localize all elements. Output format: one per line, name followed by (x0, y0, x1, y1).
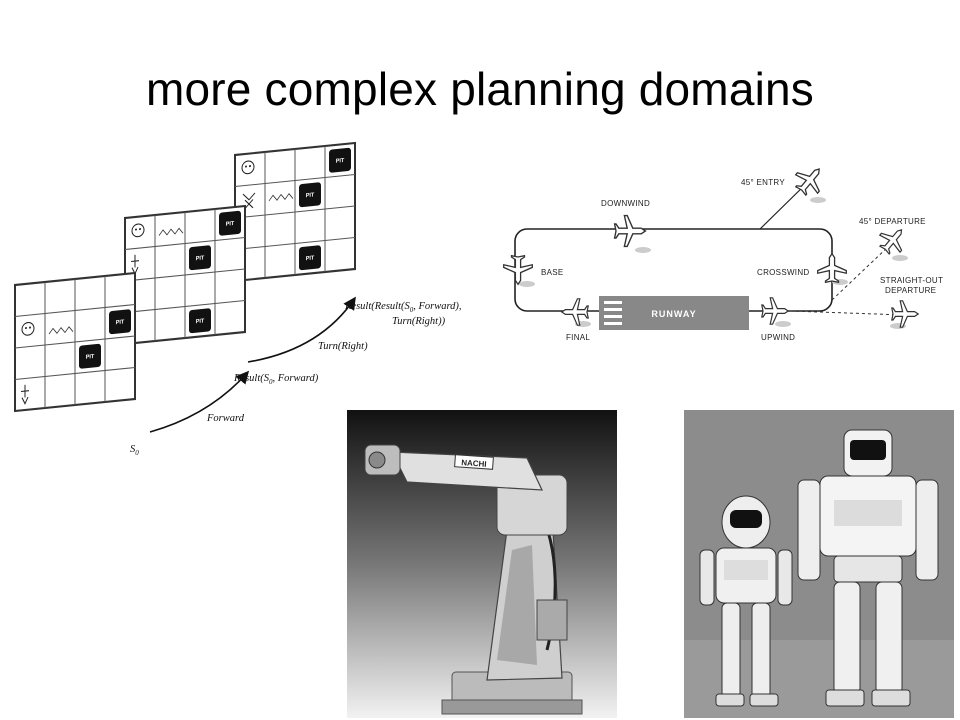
svg-text:PIT: PIT (306, 192, 315, 199)
airplane-icon (817, 253, 848, 285)
pit-cell (329, 147, 351, 173)
arrow-turn-right (247, 296, 356, 363)
pit-cell (299, 245, 321, 271)
wumpus-icon (131, 223, 145, 238)
arrow-forward (149, 370, 250, 433)
grid-board-1: PIT PIT (13, 271, 137, 413)
airplane-icon (761, 297, 791, 327)
slide-title: more complex planning domains (145, 63, 815, 115)
svg-text:PIT: PIT (226, 221, 235, 228)
straight-out-path (789, 310, 906, 316)
humanoid-robots-photo (684, 410, 954, 718)
wumpus-state-diagram: PIT PIT PIT PIT PIT PIT (13, 141, 462, 457)
wumpus-icon (21, 321, 35, 336)
gold-glitter-icon (268, 193, 294, 202)
svg-text:PIT: PIT (116, 319, 125, 326)
pit-cell (219, 210, 241, 236)
airplane-icon (789, 160, 831, 203)
industrial-robot-arm-photo: NACHI (347, 410, 617, 718)
pit-cell (79, 343, 101, 369)
svg-text:PIT: PIT (196, 318, 205, 325)
pit-cell (109, 309, 131, 335)
airplane-icon (890, 300, 919, 329)
label-turn-right: Turn(Right) (318, 341, 368, 352)
svg-text:PIT: PIT (336, 158, 345, 165)
label-forward: Forward (206, 413, 245, 424)
airplane-icon (503, 255, 535, 287)
svg-text:PIT: PIT (86, 354, 95, 361)
svg-text:PIT: PIT (196, 255, 205, 262)
traffic-pattern-diagram: RUNWAY 45° ENTRY DOWNWIND 45° DEPARTURE … (503, 160, 943, 342)
grid-board-3: PIT PIT PIT (233, 141, 357, 283)
airplane-icon (873, 220, 913, 261)
gold-glitter-icon (158, 227, 184, 236)
svg-text:PIT: PIT (306, 255, 315, 262)
label-straight-out-departure: DEPARTURE (885, 286, 936, 295)
airplane-icon (613, 214, 651, 253)
pit-cell (189, 308, 211, 334)
pit-cell (299, 182, 321, 208)
label-result-nested: Result(Result(S0, Forward), (344, 301, 462, 314)
agent-icon (21, 384, 29, 405)
departure-45-path (831, 244, 891, 301)
pit-cell (189, 245, 211, 271)
tall-humanoid-robot (797, 429, 939, 707)
label-result-nested-line2: Turn(Right)) (392, 316, 446, 327)
gold-glitter-icon (48, 326, 74, 335)
runway (599, 296, 749, 330)
runway-label: RUNWAY (651, 309, 696, 319)
label-base: BASE (541, 268, 564, 277)
label-upwind: UPWIND (761, 333, 795, 342)
label-result-forward: Result(S0, Forward) (233, 373, 319, 386)
label-entry-45: 45° ENTRY (741, 178, 785, 187)
agent-icon (242, 192, 256, 209)
label-departure-45: 45° DEPARTURE (859, 217, 926, 226)
label-downwind: DOWNWIND (601, 199, 650, 208)
label-s0: S0 (130, 444, 139, 457)
label-straight-out: STRAIGHT-OUT (880, 276, 943, 285)
airplane-icon (561, 298, 591, 327)
label-crosswind: CROSSWIND (757, 268, 809, 277)
wumpus-icon (241, 160, 255, 175)
robot-brand-label: NACHI (461, 458, 487, 469)
grid-board-2: PIT PIT PIT (123, 204, 247, 346)
small-humanoid-robot (699, 495, 793, 707)
label-final: FINAL (566, 333, 590, 342)
